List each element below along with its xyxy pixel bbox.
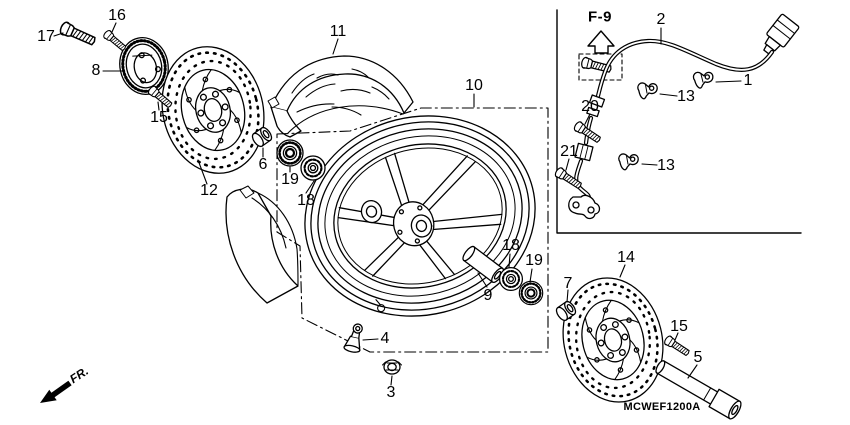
callout-11: 11 <box>329 23 347 40</box>
callout-17: 17 <box>37 28 55 45</box>
speed-sensor-drawing <box>568 194 601 220</box>
bolt-15-right-drawing <box>662 334 692 359</box>
callout-13-lower: 13 <box>657 157 675 174</box>
callout-9: 9 <box>483 287 493 304</box>
callout-15-left: 15 <box>150 109 168 126</box>
callout-14: 14 <box>617 249 635 266</box>
bolt-16-drawing <box>101 28 129 53</box>
front-wheel-drawing <box>304 115 536 317</box>
inset-border <box>556 9 802 234</box>
bearing-right-drawing <box>518 280 544 306</box>
dust-seal-left-drawing <box>299 154 327 182</box>
tire-lower-segment-drawing <box>225 185 299 304</box>
callout-20: 20 <box>581 98 599 115</box>
pulser-ring-drawing <box>119 37 169 95</box>
cable-clamp-13a-drawing <box>636 81 659 100</box>
sensor-cable-drawing <box>568 13 800 220</box>
distance-collar-drawing <box>462 245 505 283</box>
callout-7: 7 <box>563 275 573 292</box>
callout-2: 2 <box>656 11 666 28</box>
front-axle-drawing <box>655 360 742 420</box>
callout-21: 21 <box>560 143 578 160</box>
callout-18-right: 18 <box>502 237 520 254</box>
front-direction-arrow-icon <box>40 380 72 403</box>
callout-18-left: 18 <box>297 192 315 209</box>
frame-reference-label: F-9 <box>588 8 612 26</box>
tire-upper-segment-drawing <box>267 55 414 138</box>
callout-4: 4 <box>380 330 390 347</box>
tire-valve-drawing <box>343 323 363 353</box>
up-arrow-icon <box>587 30 615 54</box>
callout-10: 10 <box>465 77 483 94</box>
cable-clamp-13b-drawing <box>617 152 640 171</box>
callout-5: 5 <box>693 349 703 366</box>
bearing-left-drawing <box>275 138 305 168</box>
dust-seal-right-drawing <box>498 266 524 292</box>
callout-15-right: 15 <box>670 318 688 335</box>
callout-19-left: 19 <box>281 171 299 188</box>
callout-12: 12 <box>200 182 218 199</box>
rim-weight-clip-drawing <box>382 359 402 375</box>
callout-1: 1 <box>743 72 753 89</box>
cable-clamp-1-drawing <box>692 69 715 90</box>
callout-13-upper: 13 <box>677 88 695 105</box>
callout-16: 16 <box>108 7 126 24</box>
drawing-code: MCWEF1200A <box>623 401 701 413</box>
callout-3: 3 <box>386 384 396 401</box>
leader-lines <box>53 22 742 386</box>
callout-19-right: 19 <box>525 252 543 269</box>
callout-8: 8 <box>91 62 101 79</box>
callout-6: 6 <box>258 156 268 173</box>
wheel-assembly-boundary <box>276 107 549 353</box>
bolt-17-drawing <box>57 20 98 49</box>
